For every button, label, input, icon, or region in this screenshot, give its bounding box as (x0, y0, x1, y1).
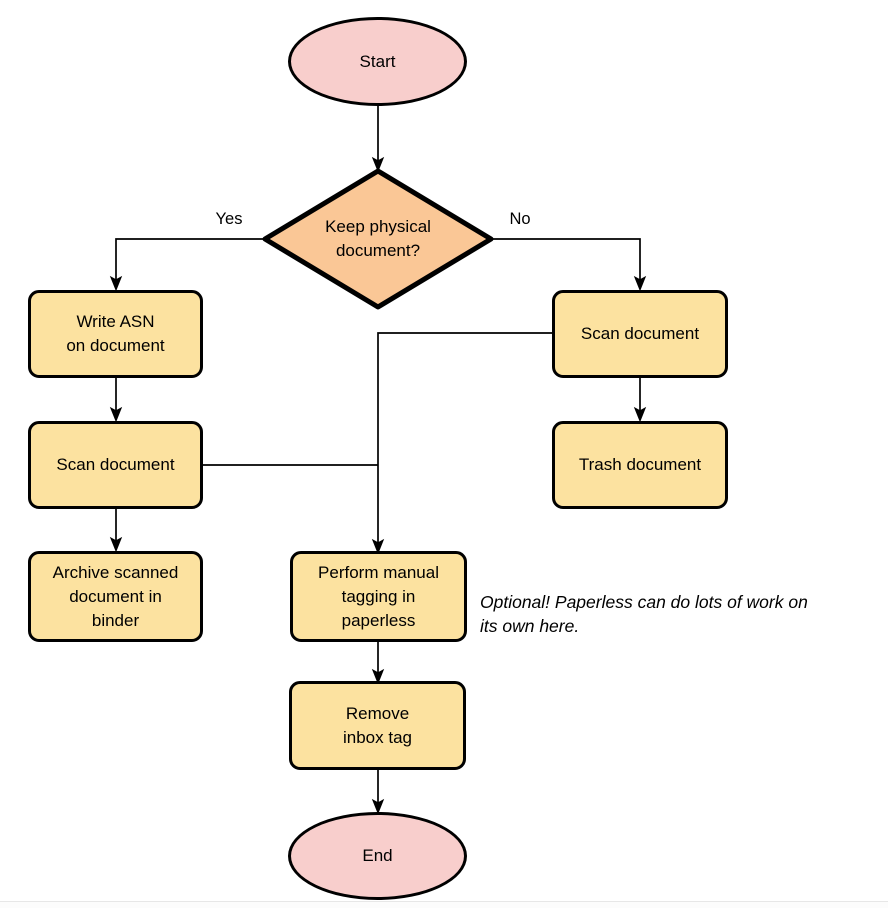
arrowhead (633, 406, 647, 423)
node-end-label: End (362, 846, 393, 865)
edge-label-no: No (509, 210, 531, 228)
node-archive-in-binder: Archive scanned document in binder (28, 551, 203, 642)
node-start: Start (288, 17, 467, 106)
arrowhead (109, 406, 123, 423)
edge-label-yes: Yes (215, 210, 243, 228)
diamond-shape (262, 168, 494, 310)
node-scan-document-left-label: Scan document (56, 455, 175, 474)
node-archive-in-binder-label: Archive scanned document in binder (52, 562, 179, 630)
node-write-asn: Write ASN on document (28, 290, 203, 378)
node-keep-physical-document-label: Keep physical document? (325, 217, 431, 260)
node-scan-document-right: Scan document (552, 290, 728, 378)
node-manual-tagging-label: Perform manual tagging in paperless (318, 562, 439, 630)
arrowhead (109, 536, 123, 553)
node-start-label: Start (359, 51, 396, 71)
node-remove-inbox-tag: Remove inbox tag (289, 681, 466, 770)
edge-decision-scanright (490, 238, 641, 282)
edge-decision-writeasn (115, 238, 265, 282)
node-write-asn-label: Write ASN on document (66, 312, 165, 355)
node-trash-document-label: Trash document (578, 455, 702, 474)
arrowhead (371, 538, 385, 555)
page-bottom-divider (0, 901, 888, 908)
node-keep-physical-document: Keep physical document? (258, 166, 498, 312)
node-scan-document-right-label: Scan document (580, 324, 700, 343)
node-end: End (288, 812, 467, 900)
node-manual-tagging: Perform manual tagging in paperless (290, 551, 467, 642)
node-remove-inbox-tag-label: Remove inbox tag (343, 703, 412, 747)
arrowhead (633, 275, 647, 292)
annotation-optional-note: Optional! Paperless can do lots of work … (480, 592, 808, 636)
node-scan-document-left: Scan document (28, 421, 203, 509)
arrowhead (371, 668, 385, 685)
node-trash-document: Trash document (552, 421, 728, 509)
arrowhead (371, 798, 385, 815)
arrowhead (109, 275, 123, 292)
arrowhead (371, 156, 385, 173)
edge-scanright-tagging (377, 332, 553, 545)
